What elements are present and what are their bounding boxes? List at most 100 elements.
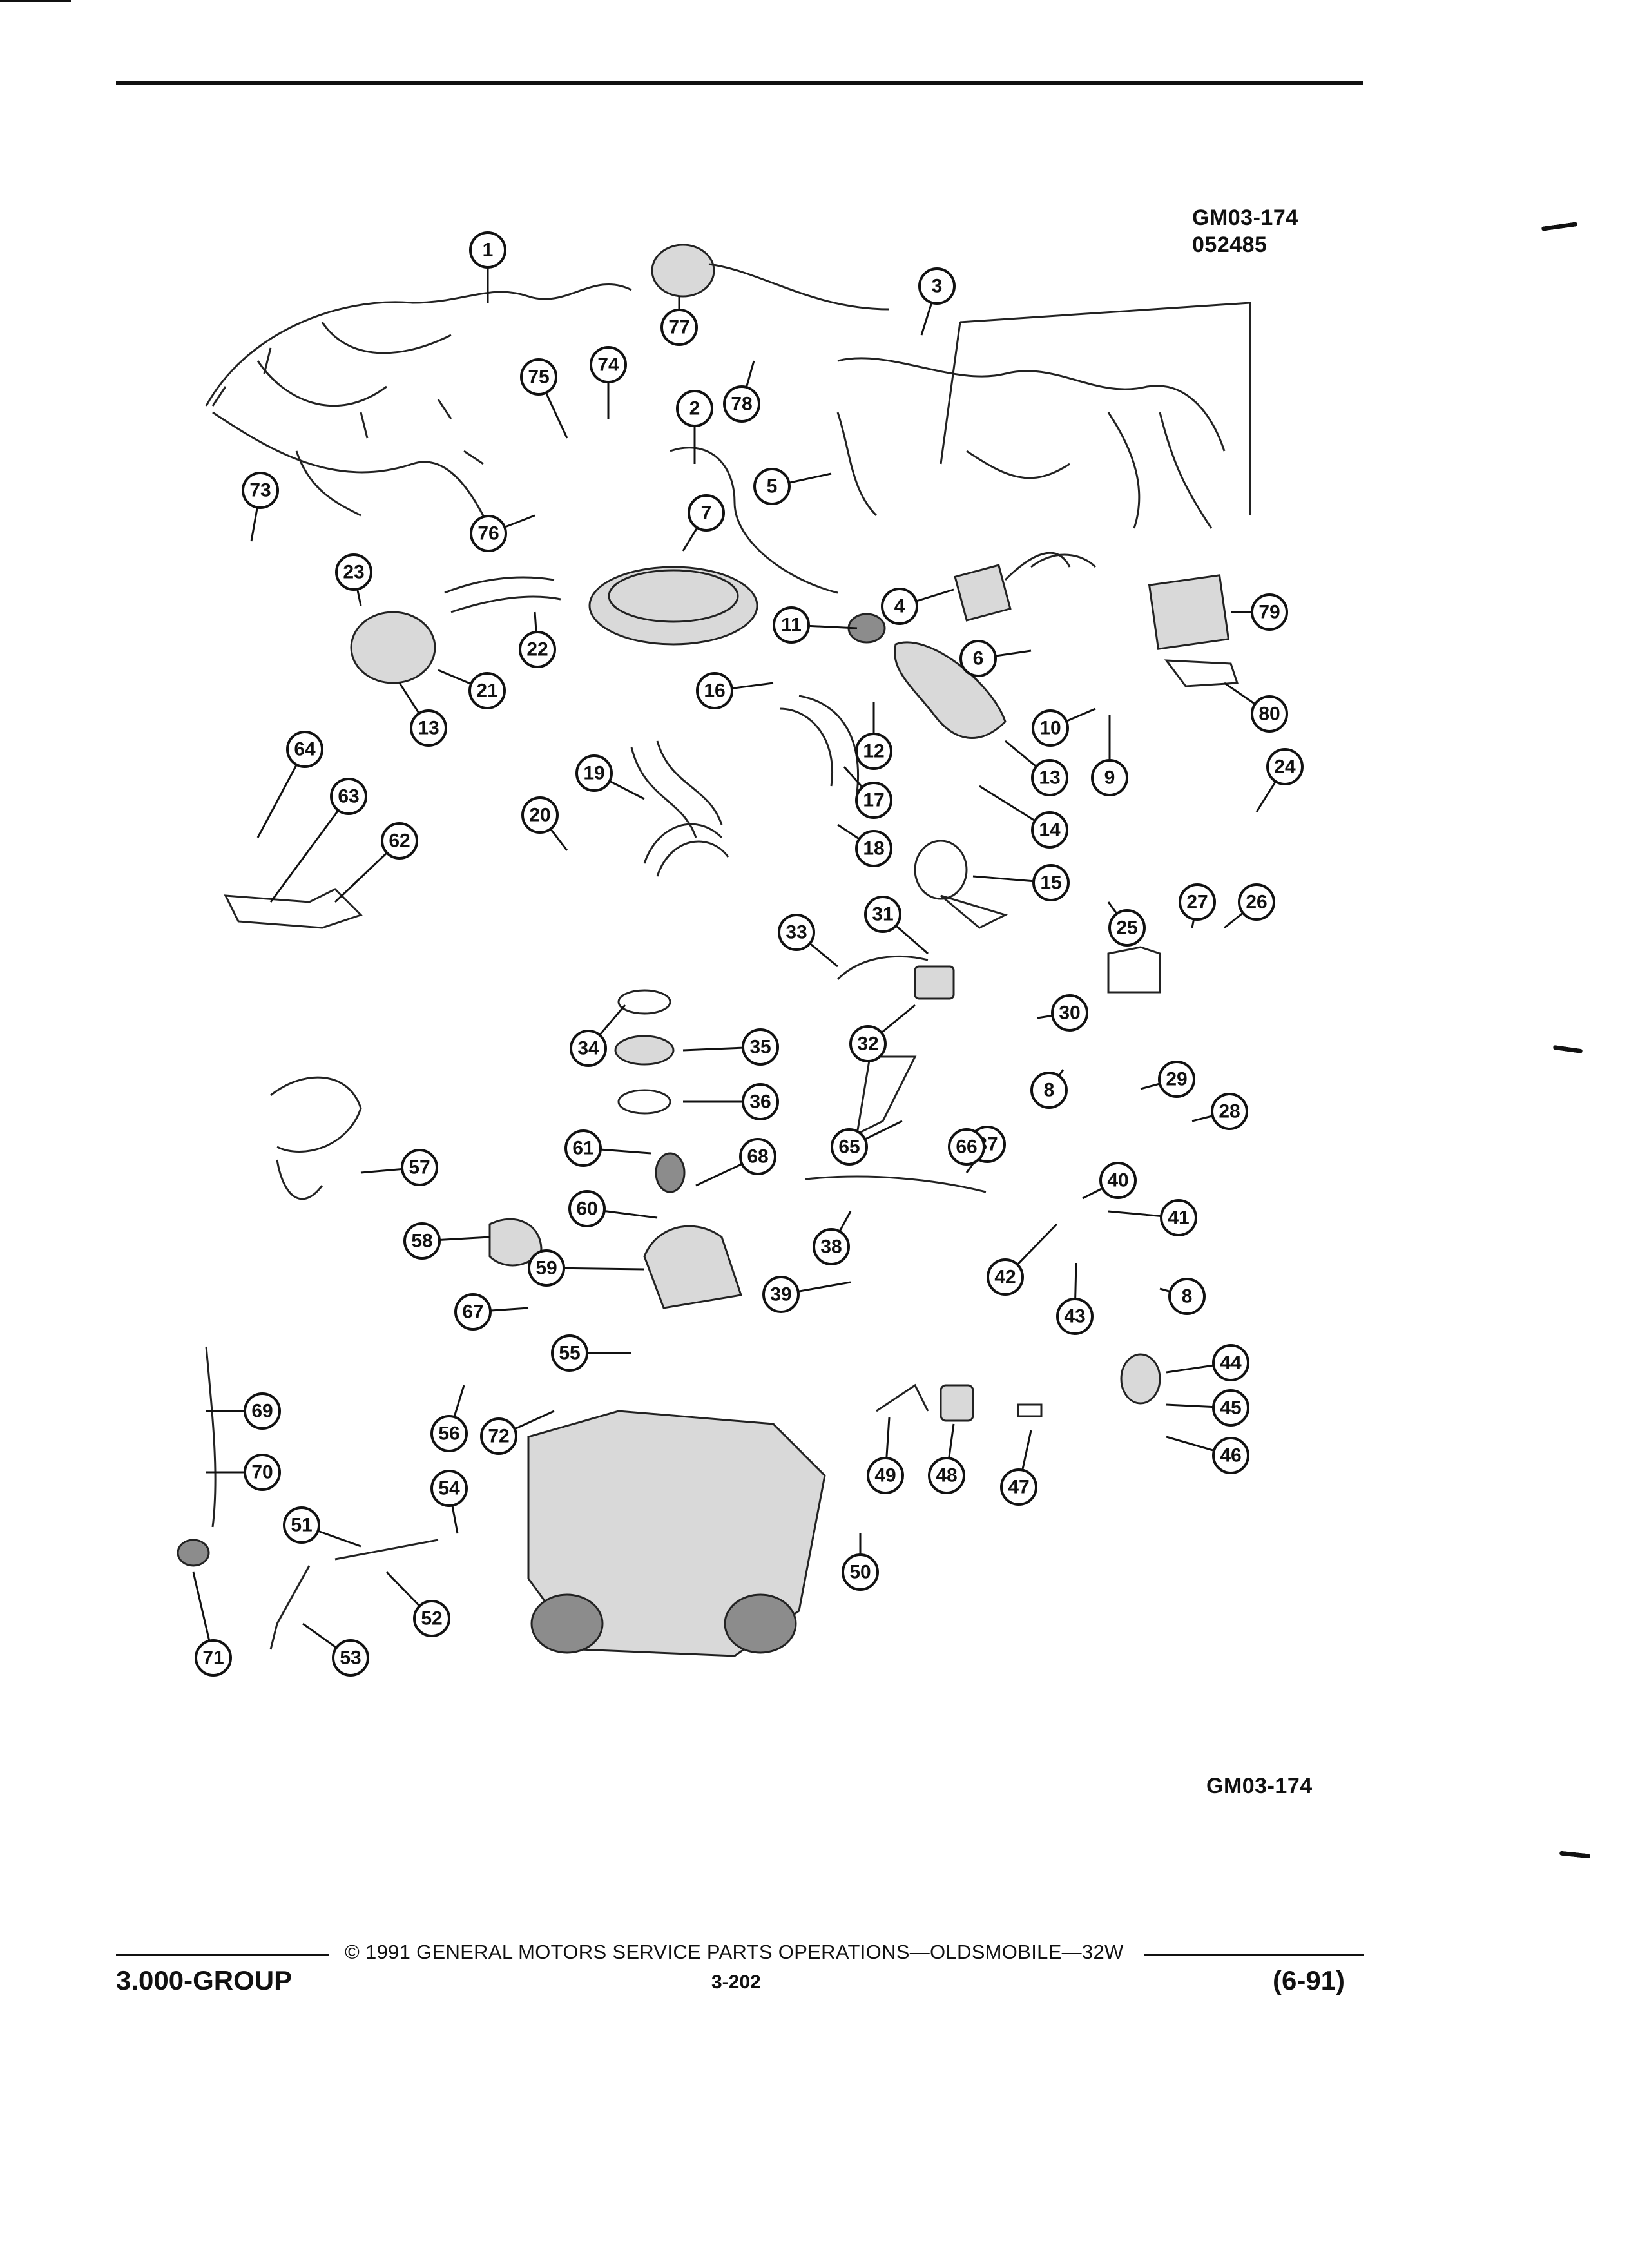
- callout-balloon: [1160, 1199, 1197, 1236]
- callout-number: 67: [462, 1302, 483, 1323]
- callout-balloon: [335, 553, 372, 591]
- callout-number: 6: [973, 648, 984, 669]
- callout-17: 17: [855, 782, 892, 819]
- callout-balloon: [332, 1639, 369, 1677]
- callout-58: 58: [403, 1222, 441, 1260]
- callout-number: 54: [438, 1478, 460, 1499]
- callout-25: 25: [1108, 909, 1146, 947]
- callout-number: 59: [535, 1258, 557, 1279]
- callout-41: 41: [1160, 1199, 1197, 1236]
- callout-balloon: [1030, 1072, 1068, 1109]
- callout-number: 34: [577, 1038, 599, 1059]
- callout-number: 78: [731, 394, 752, 415]
- callout-number: 28: [1219, 1101, 1240, 1122]
- callout-62: 62: [381, 822, 418, 860]
- callout-63: 63: [330, 778, 367, 815]
- callout-31: 31: [864, 896, 901, 933]
- callout-23: 23: [335, 553, 372, 591]
- callout-76: 76: [470, 515, 507, 552]
- callout-balloon: [286, 731, 323, 768]
- callout-30: 30: [1051, 994, 1088, 1032]
- callout-47: 47: [1000, 1468, 1037, 1506]
- exploded-parts-diagram: 1234567889101112131314151617181920212223…: [177, 231, 1304, 1677]
- callout-balloon: [410, 709, 447, 747]
- callout-38: 38: [813, 1228, 850, 1265]
- callout-balloon: [519, 631, 556, 668]
- callout-60: 60: [568, 1190, 606, 1227]
- callout-balloon: [855, 733, 892, 770]
- callout-balloon: [842, 1553, 879, 1591]
- callout-number: 8: [1044, 1080, 1055, 1101]
- callout-73: 73: [242, 472, 279, 509]
- callout-66: 66: [948, 1128, 985, 1166]
- callout-number: 49: [874, 1465, 896, 1486]
- callout-28: 28: [1211, 1093, 1248, 1130]
- throttle-body-adapter: [643, 1225, 742, 1309]
- callout-number: 50: [849, 1562, 871, 1583]
- callout-number: 19: [583, 763, 604, 784]
- callout-80: 80: [1251, 695, 1288, 733]
- callout-balloon: [1108, 909, 1146, 947]
- callout-number: 21: [476, 680, 497, 702]
- callout-8: 8: [1168, 1278, 1206, 1315]
- figure-code: GM03-174: [1192, 206, 1298, 230]
- callout-78: 78: [723, 385, 760, 423]
- callout-balloon: [987, 1258, 1024, 1296]
- callout-71: 71: [195, 1639, 232, 1677]
- callout-number: 65: [838, 1137, 860, 1158]
- callout-53: 53: [332, 1639, 369, 1677]
- callout-balloon: [244, 1392, 281, 1430]
- callout-number: 7: [701, 503, 712, 524]
- callout-number: 5: [767, 476, 778, 497]
- callout-balloon: [430, 1470, 468, 1507]
- callout-4: 4: [881, 588, 918, 625]
- callout-balloon: [469, 231, 506, 269]
- callout-number: 30: [1059, 1003, 1080, 1024]
- callout-balloon: [1031, 759, 1068, 796]
- footer-rule-left: [116, 1954, 329, 1956]
- callout-3: 3: [918, 267, 956, 305]
- intake-duct: [630, 740, 723, 838]
- callout-number: 64: [294, 739, 316, 760]
- callout-balloon: [1158, 1061, 1195, 1098]
- callout-number: 11: [781, 615, 802, 636]
- callout-balloon: [676, 390, 713, 427]
- callout-number: 15: [1040, 872, 1061, 894]
- callout-number: 77: [668, 317, 689, 338]
- air-cleaner: [588, 566, 758, 646]
- callout-balloon: [831, 1128, 868, 1166]
- callout-number: 58: [411, 1231, 432, 1252]
- edge-mark: [1559, 1850, 1591, 1859]
- header-rule: [116, 81, 1363, 85]
- callout-balloon: [381, 822, 418, 860]
- callout-number: 20: [529, 805, 550, 826]
- callout-number: 61: [572, 1138, 593, 1159]
- callout-balloon: [1238, 883, 1275, 921]
- callout-number: 10: [1039, 718, 1061, 739]
- callout-13: 13: [410, 709, 447, 747]
- electronic-control-module: [1148, 574, 1230, 650]
- callout-69: 69: [244, 1392, 281, 1430]
- callout-number: 51: [291, 1515, 312, 1536]
- callout-balloon: [742, 1083, 779, 1120]
- callout-56: 56: [430, 1415, 468, 1452]
- callout-balloon: [739, 1138, 776, 1175]
- callout-number: 70: [251, 1462, 273, 1483]
- callout-number: 23: [343, 562, 364, 583]
- callout-balloon: [401, 1149, 438, 1186]
- callout-5: 5: [753, 468, 791, 505]
- callout-8: 8: [1030, 1072, 1068, 1109]
- callout-77: 77: [660, 309, 698, 346]
- callout-balloon: [528, 1249, 565, 1287]
- callout-70: 70: [244, 1454, 281, 1491]
- callout-number: 26: [1246, 892, 1267, 913]
- callout-balloon: [660, 309, 698, 346]
- callout-48: 48: [928, 1457, 965, 1494]
- callout-balloon: [959, 640, 997, 677]
- callout-balloon: [1251, 593, 1288, 631]
- callout-number: 71: [202, 1648, 224, 1669]
- callout-1: 1: [469, 231, 506, 269]
- callout-6: 6: [959, 640, 997, 677]
- callout-67: 67: [454, 1293, 492, 1331]
- callout-balloon: [283, 1506, 320, 1544]
